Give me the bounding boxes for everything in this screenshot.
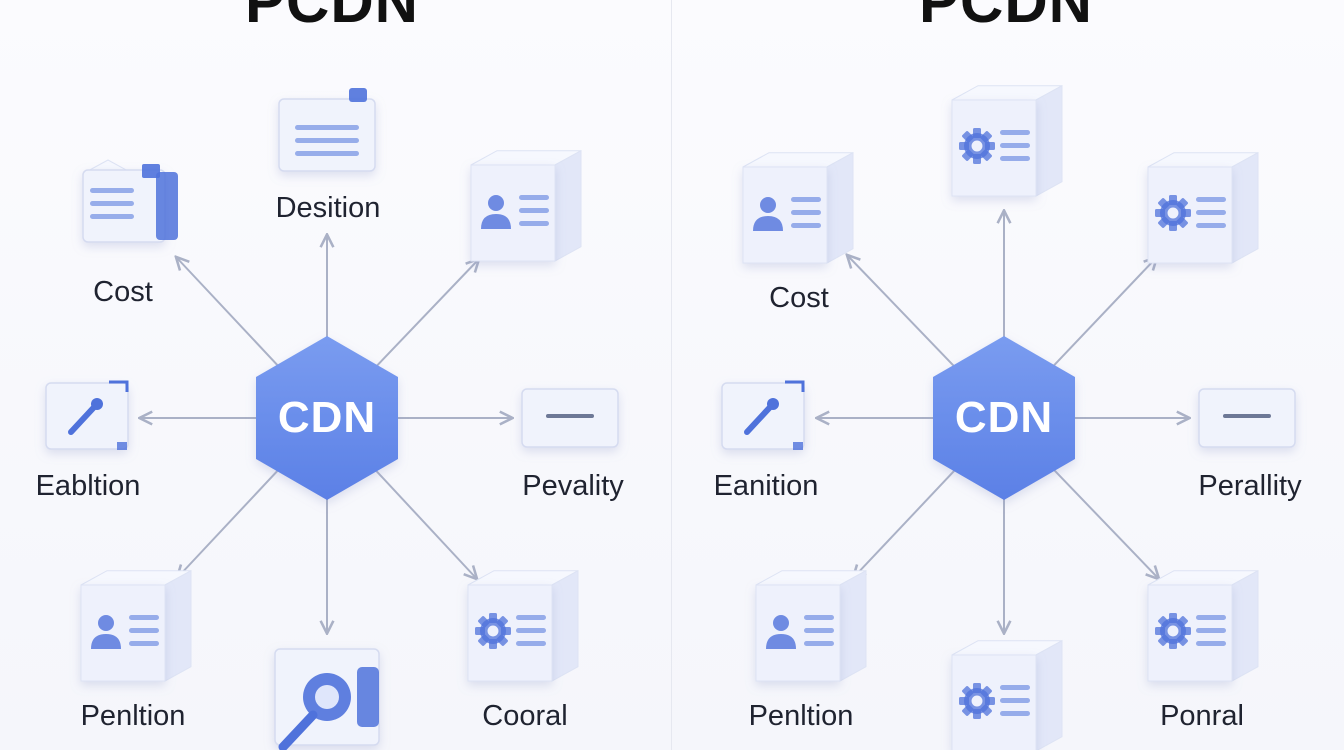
connector-arrow xyxy=(1047,463,1158,578)
gear-cube-icon xyxy=(1147,569,1259,682)
connector-arrow xyxy=(178,464,284,577)
hub-label: CDN xyxy=(954,393,1054,442)
node-label-right: Pevality xyxy=(522,470,624,502)
panel-title: PCDN xyxy=(244,0,419,35)
node-label-bottom-right: Cooral xyxy=(482,700,568,732)
minus-card-icon xyxy=(521,388,619,448)
connector-arrow xyxy=(848,256,961,373)
tools-card-icon xyxy=(721,380,805,450)
gear-cube-icon xyxy=(951,639,1063,750)
user-cube-icon xyxy=(80,569,192,682)
node-label-right: Perallity xyxy=(1198,470,1302,502)
gear-cube-icon xyxy=(951,84,1063,197)
gear-cube-icon xyxy=(1147,151,1259,264)
gear-cube-icon xyxy=(467,569,579,682)
node-label-top-left: Cost xyxy=(93,276,153,308)
node-label-bottom-right: Ponral xyxy=(1160,700,1244,732)
user-cube-icon xyxy=(470,149,582,262)
tools-card-icon xyxy=(45,380,129,450)
key-card-icon xyxy=(274,648,380,750)
node-label-top: Desition xyxy=(275,192,381,224)
node-label-top-left: Cost xyxy=(769,282,829,314)
cdn-hub-hexagon xyxy=(933,336,1075,500)
user-cube-icon xyxy=(755,569,867,682)
connector-arrow xyxy=(369,464,476,578)
connector-arrow xyxy=(1047,258,1156,373)
diagram-canvas xyxy=(45,88,619,750)
document-stack-icon xyxy=(82,159,178,243)
node-label-bottom-left: Penltion xyxy=(748,700,854,732)
cdn-hub-hexagon xyxy=(256,336,398,500)
hub-label: CDN xyxy=(277,393,377,442)
diagram-canvas xyxy=(721,84,1296,750)
node-label-bottom-left: Penltion xyxy=(80,700,186,732)
node-label-left: Eabltion xyxy=(35,470,141,502)
panel-title: PCDN xyxy=(918,0,1093,35)
connector-arrow xyxy=(370,260,478,373)
connector-arrow xyxy=(177,258,284,372)
minus-card-icon xyxy=(1198,388,1296,448)
connector-arrow xyxy=(854,463,961,577)
user-cube-icon xyxy=(742,151,854,264)
node-label-left: Eanition xyxy=(713,470,819,502)
text-card-icon xyxy=(278,88,376,172)
